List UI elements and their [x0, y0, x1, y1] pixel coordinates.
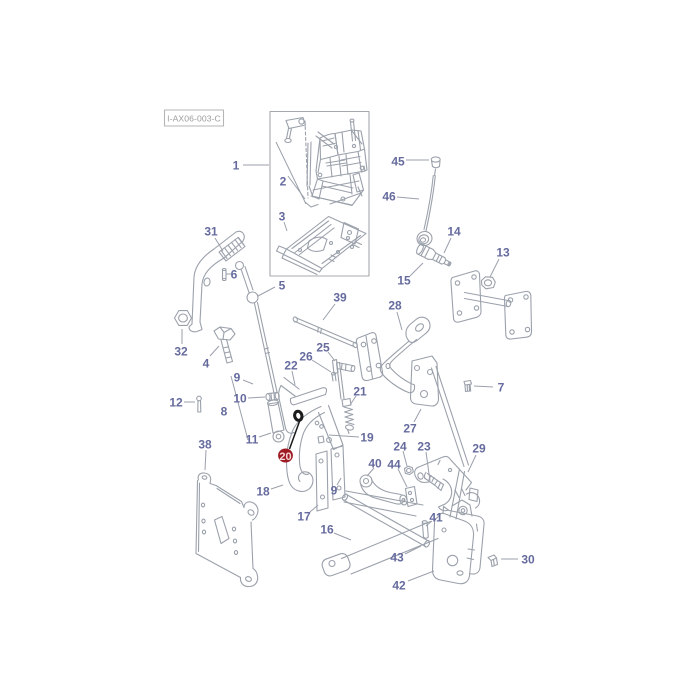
- svg-text:39: 39: [333, 291, 347, 305]
- svg-text:2: 2: [280, 175, 287, 189]
- svg-text:7: 7: [498, 381, 505, 395]
- svg-text:13: 13: [496, 246, 510, 260]
- svg-text:16: 16: [320, 523, 334, 537]
- svg-text:12: 12: [169, 396, 183, 410]
- svg-text:42: 42: [392, 579, 406, 593]
- svg-text:32: 32: [174, 345, 188, 359]
- svg-text:24: 24: [393, 440, 407, 454]
- svg-text:26: 26: [299, 350, 313, 364]
- svg-text:3: 3: [279, 210, 286, 224]
- svg-text:21: 21: [353, 385, 367, 399]
- svg-text:45: 45: [391, 155, 405, 169]
- svg-text:14: 14: [447, 225, 461, 239]
- svg-text:44: 44: [387, 458, 401, 472]
- svg-text:11: 11: [246, 433, 259, 447]
- svg-text:5: 5: [279, 279, 286, 293]
- svg-text:31: 31: [204, 225, 218, 239]
- svg-text:19: 19: [360, 431, 374, 445]
- svg-text:20: 20: [279, 451, 291, 463]
- svg-text:43: 43: [390, 551, 404, 565]
- svg-text:18: 18: [256, 485, 270, 499]
- svg-text:4: 4: [203, 357, 210, 371]
- svg-text:40: 40: [368, 457, 382, 471]
- svg-text:41: 41: [429, 511, 443, 525]
- svg-text:9: 9: [331, 484, 338, 498]
- svg-text:23: 23: [417, 440, 431, 454]
- svg-text:15: 15: [397, 274, 411, 288]
- svg-text:I-AX06-003-C: I-AX06-003-C: [167, 114, 221, 124]
- svg-text:25: 25: [316, 341, 330, 355]
- svg-text:27: 27: [403, 422, 417, 436]
- svg-text:28: 28: [388, 299, 402, 313]
- svg-text:46: 46: [382, 190, 396, 204]
- svg-text:22: 22: [284, 359, 298, 373]
- svg-text:38: 38: [198, 438, 212, 452]
- svg-text:17: 17: [297, 510, 311, 524]
- svg-text:29: 29: [472, 442, 486, 456]
- svg-text:10: 10: [233, 392, 247, 406]
- svg-text:8: 8: [221, 405, 228, 419]
- svg-text:6: 6: [231, 268, 238, 282]
- svg-text:9: 9: [234, 371, 241, 385]
- svg-text:1: 1: [233, 159, 240, 173]
- svg-text:30: 30: [521, 553, 535, 567]
